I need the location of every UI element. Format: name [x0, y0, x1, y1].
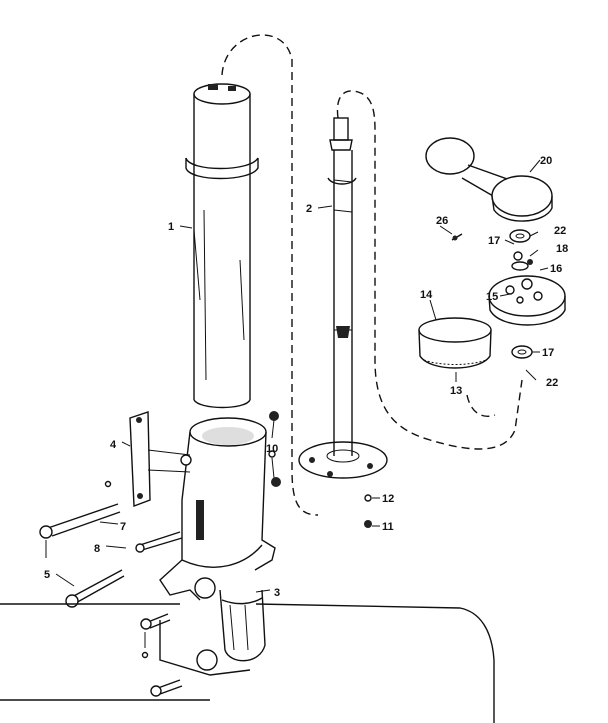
- label-2: 2: [306, 203, 312, 215]
- assembly-path-cap: [466, 394, 496, 417]
- label-15: 15: [486, 291, 498, 303]
- shaft-part-2: [298, 117, 388, 479]
- label-16: 16: [550, 263, 562, 275]
- label-7: 7: [120, 521, 126, 533]
- label-4: 4: [110, 439, 117, 451]
- band-part-13: [418, 317, 492, 369]
- bolts-part-5-7: [39, 480, 183, 697]
- label-3: 3: [274, 587, 280, 599]
- label-17-lower: 17: [542, 347, 554, 359]
- fasteners-part-11-12: [364, 494, 372, 528]
- label-5: 5: [44, 569, 50, 581]
- label-22-lower: 22: [546, 377, 558, 389]
- assembly-path-shaft: [336, 90, 523, 450]
- pin-part-26: [451, 233, 463, 241]
- label-26: 26: [436, 215, 448, 227]
- label-8: 8: [94, 543, 100, 555]
- tube-part-1: [185, 83, 259, 409]
- leader-lines: [45, 159, 549, 648]
- label-18: 18: [556, 243, 568, 255]
- label-17-upper: 17: [488, 235, 500, 247]
- label-12: 12: [382, 493, 394, 505]
- label-22-upper: 22: [554, 225, 566, 237]
- cap-part-15: [488, 275, 566, 326]
- handle-part-20: [425, 137, 553, 222]
- label-20: 20: [540, 155, 552, 167]
- small-parts-16-18-22: [509, 229, 533, 359]
- bracket-part-4: [129, 411, 192, 507]
- housing-part-3: [159, 417, 276, 676]
- label-14: 14: [420, 289, 433, 301]
- nuts-part-10: [268, 411, 281, 487]
- label-10: 10: [266, 443, 278, 455]
- assembly-path-tube: [221, 34, 319, 516]
- label-13: 13: [450, 385, 462, 397]
- label-1: 1: [168, 221, 174, 233]
- baseline-right: [255, 603, 495, 723]
- label-11: 11: [382, 521, 394, 533]
